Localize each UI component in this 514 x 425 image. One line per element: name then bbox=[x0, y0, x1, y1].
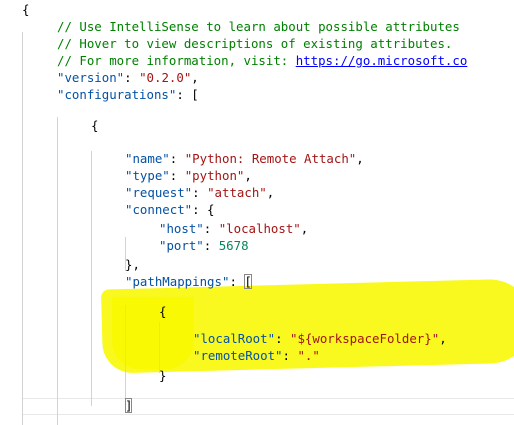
code-token-comment: // For more information, visit: bbox=[57, 53, 296, 68]
code-token-punc: : bbox=[124, 70, 140, 85]
indent-guide bbox=[57, 117, 58, 425]
code-line[interactable]: "pathMappings": [ bbox=[125, 273, 252, 290]
indent-guide bbox=[125, 305, 126, 406]
indent-guide bbox=[159, 322, 160, 373]
code-token-punc: { bbox=[91, 118, 99, 133]
code-token-punc: : { bbox=[192, 202, 215, 217]
code-line[interactable]: { bbox=[91, 117, 98, 134]
code-token-punc: : bbox=[203, 221, 219, 236]
code-line[interactable]: "localRoot": "${workspaceFolder}", bbox=[193, 330, 447, 347]
code-token-key: "port" bbox=[159, 238, 204, 253]
code-token-key: "type" bbox=[125, 168, 170, 183]
code-line[interactable]: "port": 5678 bbox=[159, 237, 249, 254]
code-line[interactable]: "name": "Python: Remote Attach", bbox=[125, 150, 364, 167]
code-token-punc: , bbox=[191, 70, 199, 85]
code-token-key: "pathMappings" bbox=[125, 274, 230, 289]
code-token-key: "name" bbox=[125, 151, 170, 166]
code-token-punc: { bbox=[22, 2, 30, 17]
code-token-punc: }, bbox=[125, 257, 140, 272]
code-line[interactable]: "host": "localhost", bbox=[159, 220, 308, 237]
code-token-key: "request" bbox=[125, 185, 193, 200]
code-token-key: "remoteRoot" bbox=[193, 348, 283, 363]
code-line[interactable]: "configurations": [ bbox=[57, 86, 199, 103]
code-line[interactable]: { bbox=[22, 1, 29, 18]
code-line[interactable]: ] bbox=[125, 397, 133, 414]
code-line[interactable]: // For more information, visit: https://… bbox=[57, 52, 467, 69]
code-line[interactable]: "request": "attach", bbox=[125, 184, 274, 201]
code-token-punc: ] bbox=[125, 398, 133, 413]
code-token-punc: : bbox=[275, 331, 290, 346]
indent-guide bbox=[91, 151, 92, 406]
code-token-punc: [ bbox=[244, 274, 252, 289]
code-token-link[interactable]: https://go.microsoft.co bbox=[295, 53, 468, 68]
code-token-punc: : bbox=[169, 168, 185, 183]
code-token-str: "localhost" bbox=[218, 221, 301, 236]
indent-guide bbox=[22, 32, 23, 425]
code-token-punc: : bbox=[169, 151, 185, 166]
code-token-str: "python" bbox=[184, 168, 245, 183]
code-token-str: "Python: Remote Attach" bbox=[184, 151, 357, 166]
code-token-punc: , bbox=[266, 185, 275, 200]
code-token-punc: : bbox=[282, 348, 298, 363]
code-line[interactable]: "type": "python", bbox=[125, 167, 252, 184]
code-token-punc: : bbox=[192, 185, 208, 200]
code-token-punc: : bbox=[203, 238, 219, 253]
code-token-str: "${workspaceFolder}" bbox=[289, 331, 440, 346]
code-line[interactable]: } bbox=[159, 367, 166, 384]
code-token-key: "connect" bbox=[125, 202, 193, 217]
code-token-key: "configurations" bbox=[57, 87, 177, 102]
current-line-indicator bbox=[22, 398, 514, 415]
code-token-comment: // Use IntelliSense to learn about possi… bbox=[57, 19, 460, 34]
code-token-key: "localRoot" bbox=[193, 331, 276, 346]
code-line[interactable]: // Hover to view descriptions of existin… bbox=[57, 35, 452, 52]
indent-guide bbox=[125, 237, 126, 271]
code-line[interactable]: "version": "0.2.0", bbox=[57, 69, 199, 86]
code-token-punc: : [ bbox=[176, 87, 199, 102]
code-line[interactable]: "remoteRoot": "." bbox=[193, 347, 320, 364]
code-line[interactable]: // Use IntelliSense to learn about possi… bbox=[57, 18, 460, 35]
code-token-punc: { bbox=[159, 304, 167, 319]
code-token-num: 5678 bbox=[218, 238, 249, 253]
code-token-punc: } bbox=[159, 368, 167, 383]
code-token-punc: : bbox=[229, 274, 245, 289]
code-line[interactable]: }, bbox=[125, 256, 140, 273]
code-token-str: "attach" bbox=[207, 185, 267, 200]
code-line[interactable]: { bbox=[159, 303, 166, 320]
code-token-str: "." bbox=[297, 348, 320, 363]
code-token-str: "0.2.0" bbox=[139, 70, 192, 85]
code-token-key: "host" bbox=[159, 221, 204, 236]
code-token-comment: // Hover to view descriptions of existin… bbox=[57, 36, 453, 51]
code-token-punc: , bbox=[244, 168, 252, 183]
code-token-punc: , bbox=[300, 221, 309, 236]
code-token-punc: , bbox=[439, 331, 447, 346]
code-line[interactable]: "connect": { bbox=[125, 201, 215, 218]
code-token-key: "version" bbox=[57, 70, 125, 85]
code-token-punc: , bbox=[356, 151, 364, 166]
